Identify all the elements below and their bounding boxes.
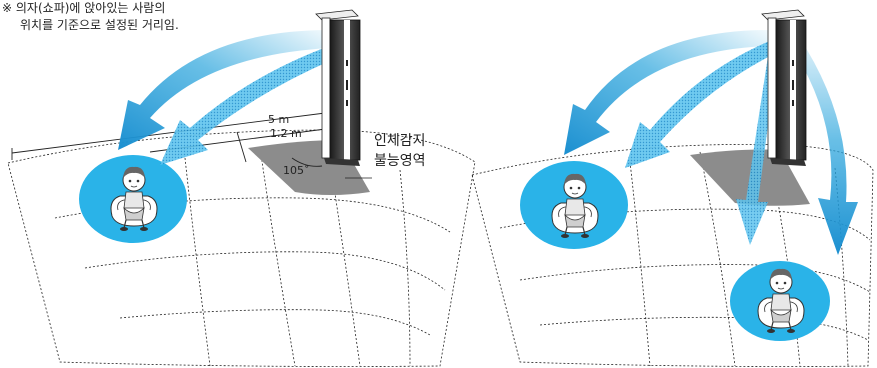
right-arrow-4 xyxy=(778,24,858,255)
left-panel: 5 m 1.2 m 105˚ 인체감지 불능영역 xyxy=(7,9,476,367)
left-sensor-tower xyxy=(315,9,361,166)
left-arrow-inner xyxy=(160,45,332,165)
right-sensor-tower xyxy=(761,9,807,166)
left-arrow-outer xyxy=(118,30,330,150)
note-line-2: 위치를 기준으로 설정된 거리임. xyxy=(20,18,179,32)
angle-label: 105˚ xyxy=(283,164,310,177)
dead-zone-label-line-1: 인체감지 xyxy=(374,133,426,149)
right-arrow-1 xyxy=(564,30,770,155)
right-arrow-2 xyxy=(625,40,772,168)
distance-far-label: 5 m xyxy=(268,113,289,126)
note-line-1: ※ 의자(쇼파)에 앉아있는 사람의 xyxy=(2,1,166,15)
right-panel xyxy=(471,9,874,367)
distance-near-label: 1.2 m xyxy=(270,127,302,140)
distance-note: ※ 의자(쇼파)에 앉아있는 사람의 위치를 기준으로 설정된 거리임. xyxy=(2,0,179,34)
left-floor-grid xyxy=(7,129,476,367)
dead-zone-label-line-2: 불능영역 xyxy=(374,153,426,169)
